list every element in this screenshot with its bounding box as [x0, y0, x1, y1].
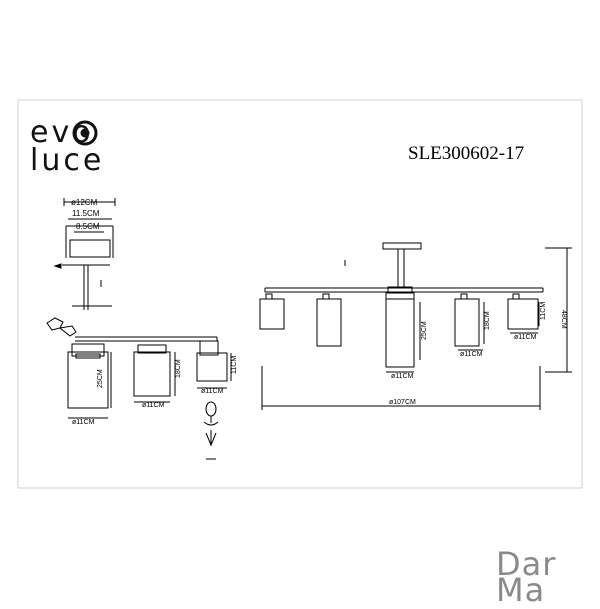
mount-detail [53, 198, 116, 310]
side-view [46, 317, 232, 419]
bulb-icon [203, 401, 219, 460]
model-number: SLE300602-17 [408, 143, 525, 164]
side-h18-label: 18CM [175, 359, 182, 378]
front-height-label: 48CM [560, 310, 567, 329]
front-d11-label-3: ø11CM [514, 334, 537, 341]
front-view [259, 242, 572, 410]
watermark-line2: Ma [496, 571, 546, 609]
side-d11-label-3: ø11CM [201, 388, 224, 395]
front-h18-label: 18CM [484, 311, 491, 330]
dim-85-label: 8.5CM [76, 222, 100, 231]
dim-115-label: 11.5CM [72, 209, 100, 218]
logo-ring-icon [72, 120, 98, 146]
front-d11-label-2: ø11CM [460, 351, 483, 358]
brand-line2: luce [30, 143, 105, 178]
side-h11-label: 11CM [231, 356, 238, 374]
front-width-label: ø107CM [389, 399, 416, 406]
watermark-line1: Dar [496, 545, 557, 583]
front-h11-label: 11CM [540, 302, 547, 320]
dim-dia12-label: ø12CM [71, 198, 98, 207]
brand-line1: evo [30, 115, 94, 150]
side-d11-label-1: ø11CM [72, 419, 95, 426]
front-d11-label-1: ø11CM [391, 373, 414, 380]
page-frame [17, 99, 583, 489]
side-h25-label: 25CM [97, 369, 104, 388]
side-d11-label-2: ø11CM [142, 402, 165, 409]
front-h25-label: 25CM [421, 321, 428, 340]
